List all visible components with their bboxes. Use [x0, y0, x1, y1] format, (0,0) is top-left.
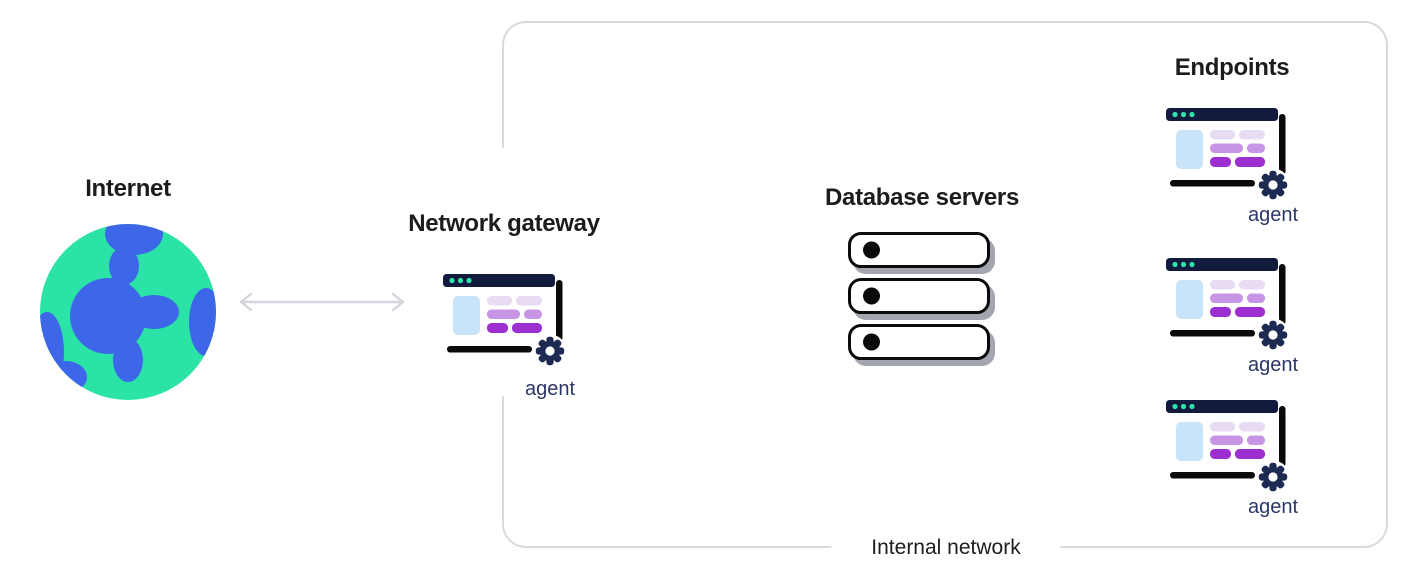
- content-block: [1176, 130, 1203, 169]
- network-gateway-label: Network gateway: [408, 210, 600, 237]
- agent-browser-window-icon: [443, 274, 567, 368]
- browser-bottom-edge: [1170, 472, 1255, 479]
- agent-browser-window-icon: [443, 274, 573, 374]
- endpoints-label: Endpoints: [1174, 54, 1290, 81]
- endpoint-agent-label: agent: [1247, 204, 1299, 226]
- browser-bottom-edge: [447, 346, 532, 353]
- browser-dots-icon: [1172, 403, 1195, 410]
- browser-bottom-edge: [1170, 180, 1255, 187]
- agent-browser-window-icon: [1166, 108, 1290, 202]
- browser-dots-icon: [1172, 111, 1195, 118]
- gear-icon: [1256, 460, 1290, 494]
- browser-topbar: [443, 274, 555, 287]
- endpoint-agent-browser-icon: [1166, 108, 1296, 208]
- gear-icon: [1256, 318, 1290, 352]
- double-arrow-icon: [239, 292, 405, 312]
- server-bar-icon: [848, 232, 990, 268]
- browser-dots-icon: [449, 277, 472, 284]
- endpoint-agent-label: agent: [1247, 496, 1299, 518]
- server-bar-icon: [848, 278, 990, 314]
- endpoint-agent-label: agent: [1247, 354, 1299, 376]
- gear-icon: [1256, 168, 1290, 202]
- browser-right-edge: [1279, 264, 1286, 325]
- server-bar-icon: [848, 324, 990, 360]
- browser-right-edge: [556, 280, 563, 341]
- server-led-dot: [863, 333, 880, 351]
- internet-label: Internet: [85, 175, 171, 202]
- globe-icon: [40, 224, 216, 400]
- browser-right-edge: [1279, 114, 1286, 175]
- content-block: [1176, 422, 1203, 461]
- agent-browser-window-icon: [1166, 258, 1290, 352]
- browser-topbar: [1166, 258, 1278, 271]
- browser-bottom-edge: [1170, 330, 1255, 337]
- browser-dots-icon: [1172, 261, 1195, 268]
- gear-icon: [533, 334, 567, 368]
- content-block: [1176, 280, 1203, 319]
- browser-right-edge: [1279, 406, 1286, 467]
- double-arrow-icon: [234, 291, 410, 313]
- database-servers-label: Database servers: [824, 184, 1019, 211]
- agent-browser-window-icon: [1166, 400, 1290, 494]
- internal-network-label: Internal network: [831, 533, 1061, 563]
- browser-topbar: [1166, 108, 1278, 121]
- gateway-agent-label: agent: [524, 378, 576, 400]
- server-led-dot: [863, 287, 880, 305]
- content-block: [453, 296, 480, 335]
- endpoint-agent-browser-icon: [1166, 258, 1296, 358]
- globe-icon: [40, 224, 216, 400]
- boundary-gap-mask: [494, 148, 512, 396]
- server-led-dot: [863, 241, 880, 259]
- browser-topbar: [1166, 400, 1278, 413]
- endpoint-agent-browser-icon: [1166, 400, 1296, 500]
